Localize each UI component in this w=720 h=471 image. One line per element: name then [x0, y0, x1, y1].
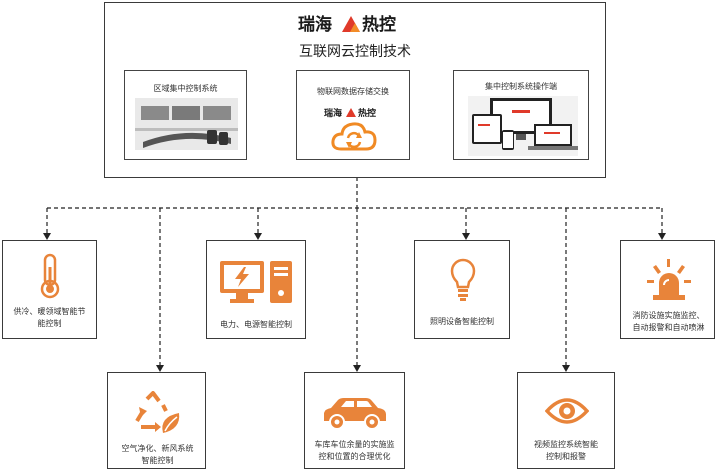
recycle-leaf-icon [133, 391, 183, 439]
arrowhead [562, 365, 570, 372]
module-label: 车库车位余量的实施监控和位置的合理优化 [314, 440, 395, 461]
module-label: 视频监控系统智能控制和报警 [534, 440, 598, 461]
module-label: 空气净化、新风系统智能控制 [121, 444, 194, 465]
computer-power-icon [218, 259, 296, 311]
arrowhead [658, 233, 666, 240]
module-air-purification: 空气净化、新风系统智能控制 [107, 372, 206, 469]
car-icon [322, 397, 388, 435]
small-brand-logo: 瑞海 热控 [324, 104, 386, 123]
panel-label: 物联网数据存储交换 [317, 87, 389, 96]
panel-regional-control: 区域集中控制系统 [124, 70, 247, 160]
module-label: 电力、电源智能控制 [220, 320, 292, 329]
cloud-sync-icon [330, 119, 378, 157]
brand-text-right: 热控 [362, 14, 396, 35]
module-video-surveillance: 视频监控系统智能控制和报警 [517, 372, 615, 469]
alarm-siren-icon [647, 257, 691, 305]
svg-text:瑞海: 瑞海 [324, 107, 342, 119]
arrowhead [353, 365, 361, 372]
module-lighting-control: 照明设备智能控制 [414, 240, 510, 339]
arrowhead [43, 233, 51, 240]
brand-logo: 瑞海 热控 [298, 10, 418, 36]
module-fire-monitoring: 消防设施实施监控、自动报警和自动喷淋 [620, 240, 715, 339]
panel-operation-terminal: 集中控制系统操作端 [453, 70, 589, 160]
module-label: 消防设施实施监控、自动报警和自动喷淋 [632, 311, 705, 332]
arrowhead [462, 233, 470, 240]
lightbulb-icon [450, 258, 476, 306]
module-label: 供冷、暖领域智能节能控制 [13, 307, 86, 328]
arrowhead [156, 365, 164, 372]
brand-text-left: 瑞海 [298, 14, 332, 35]
panel-label: 集中控制系统操作端 [485, 82, 557, 91]
module-cooling-heating: 供冷、暖领域智能节能控制 [2, 240, 97, 339]
arrowhead [254, 233, 262, 240]
devices-image [468, 96, 578, 160]
module-label: 照明设备智能控制 [430, 317, 494, 326]
cloud-control-box: 瑞海 热控 互联网云控制技术 区域集中控制系统 物联网数据存储交换 [104, 2, 606, 178]
thermometer-icon [38, 253, 62, 303]
control-room-image [135, 98, 238, 154]
svg-text:热控: 热控 [358, 107, 376, 119]
page-subtitle: 互联网云控制技术 [299, 44, 411, 60]
panel-label: 区域集中控制系统 [153, 84, 218, 93]
panel-iot-data: 物联网数据存储交换 瑞海 热控 [296, 70, 410, 160]
module-parking-monitoring: 车库车位余量的实施监控和位置的合理优化 [304, 372, 405, 469]
eye-icon [544, 395, 590, 431]
module-power-control: 电力、电源智能控制 [206, 240, 306, 339]
